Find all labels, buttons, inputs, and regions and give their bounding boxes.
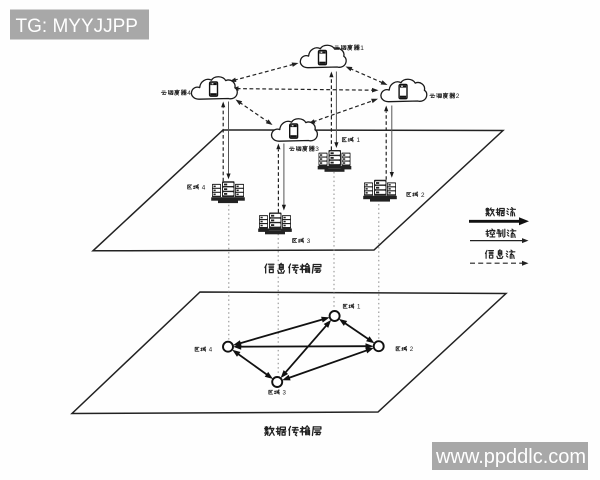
svg-text:3: 3 [307,238,311,245]
svg-text:3: 3 [315,146,319,153]
svg-text:4: 4 [209,347,213,354]
svg-text:4: 4 [187,90,191,97]
svg-text:2: 2 [421,192,425,199]
svg-text:1: 1 [357,304,361,311]
svg-text:4: 4 [202,184,206,191]
svg-text:TG: MYYJJPP: TG: MYYJJPP [16,16,138,37]
svg-text:1: 1 [357,137,361,144]
svg-text:1: 1 [360,45,364,52]
svg-text:3: 3 [283,390,287,397]
svg-text:2: 2 [410,346,414,353]
svg-text:2: 2 [456,93,460,100]
svg-text:www.ppddlc.com: www.ppddlc.com [435,446,586,468]
